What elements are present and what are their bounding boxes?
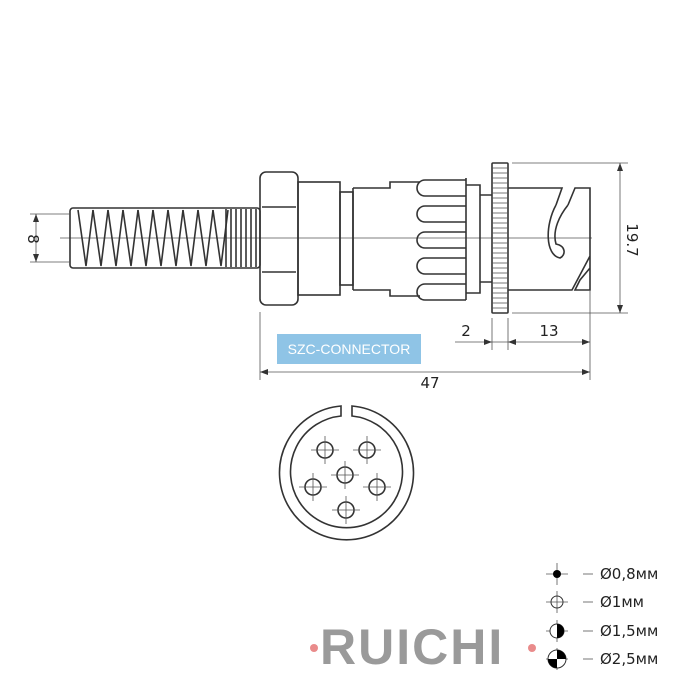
dimension-label: 19.7 [623, 223, 641, 256]
legend-label: Ø1мм [600, 593, 644, 611]
dimension-flange-height: 19.7 [512, 162, 641, 314]
dimension-label: 13 [539, 322, 558, 340]
fin [416, 257, 466, 275]
connector-body [297, 181, 492, 297]
spring-coil [107, 209, 124, 267]
dimension-spring-diameter: 8 [24, 213, 70, 263]
watermark-dot [310, 644, 318, 652]
dimension-flange-front: 2 13 [455, 290, 591, 380]
fin [416, 283, 466, 301]
pin [363, 473, 391, 501]
watermark-logo: RUICHI [320, 619, 505, 675]
legend-label: Ø2,5мм [600, 650, 658, 668]
connector-label: SZC-CONNECTOR [277, 334, 421, 364]
pin [332, 496, 360, 524]
watermark-dot [528, 644, 536, 652]
spring-coil [182, 209, 199, 267]
fin [416, 179, 466, 197]
pin [331, 461, 359, 489]
spring-coil [137, 209, 154, 267]
fin [416, 231, 466, 249]
legend-label: Ø0,8мм [600, 565, 658, 583]
pin [353, 436, 381, 464]
spring-coil [122, 209, 139, 267]
quarter-filled-circle-icon [546, 648, 593, 670]
spring-coil [152, 209, 169, 267]
bayonet-front [508, 187, 591, 291]
legend-label: Ø1,5мм [600, 622, 658, 640]
pin [311, 436, 339, 464]
knurled-ring [491, 162, 509, 314]
hex-nut [259, 171, 299, 306]
pin [299, 473, 327, 501]
dimension-total-length: 47 [259, 312, 590, 392]
grip-fins [416, 178, 467, 301]
half-filled-circle-icon [546, 620, 593, 642]
fin [416, 205, 466, 223]
filled-dot-icon [546, 563, 593, 585]
connector-front-view [278, 405, 415, 541]
dimension-label: 2 [461, 322, 471, 340]
open-circle-icon [546, 591, 593, 613]
dimension-label: 47 [420, 374, 439, 392]
spring-coil [92, 209, 109, 267]
spring-coil [77, 209, 94, 267]
spring-coil [197, 209, 214, 267]
dimension-label: 8 [24, 234, 42, 244]
spring-coil [167, 209, 184, 267]
